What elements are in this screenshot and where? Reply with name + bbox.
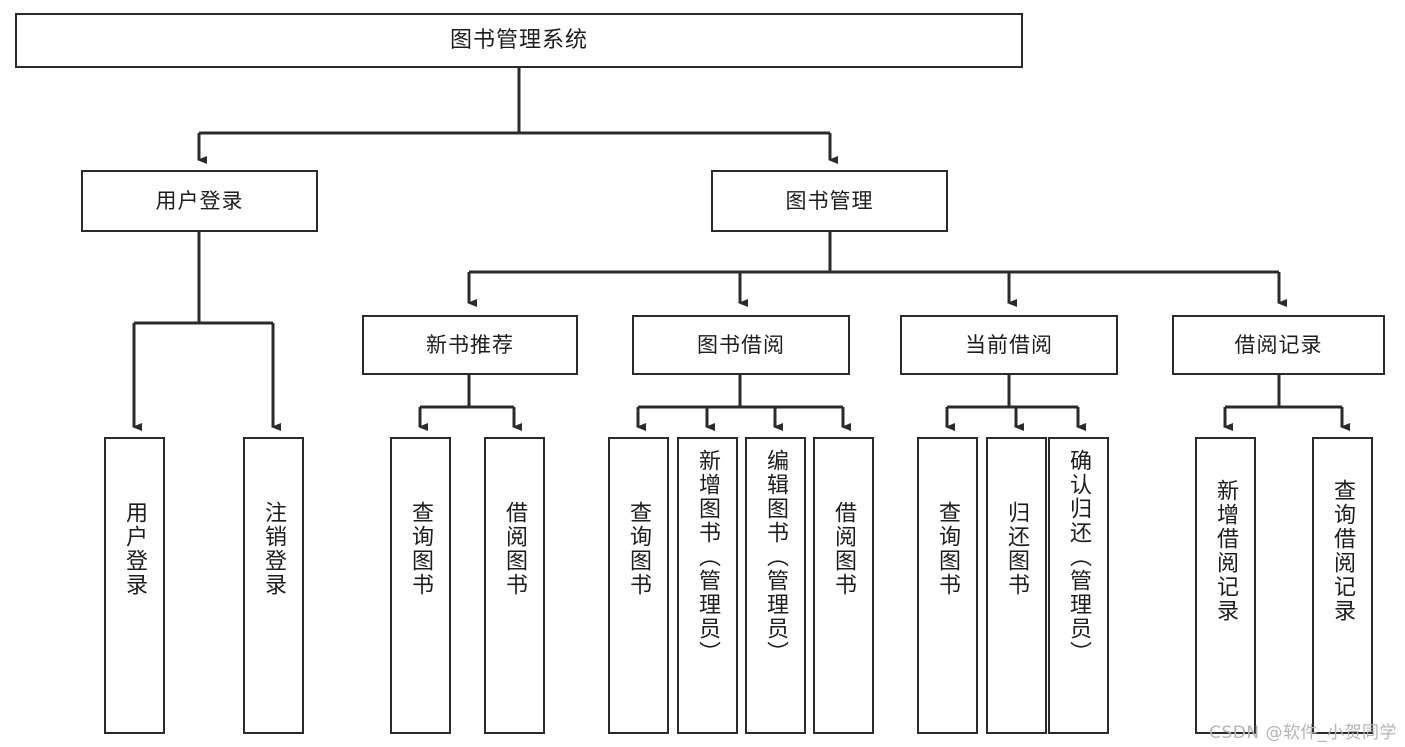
leaf-return-book[interactable]: 归还图书 — [986, 437, 1047, 734]
node-label: 图书借阅 — [697, 332, 785, 357]
node-book-management[interactable]: 图书管理 — [711, 170, 948, 232]
leaf-label: 注销登录 — [261, 501, 287, 597]
leaf-label: 借阅图书 — [831, 501, 857, 597]
leaf-confirm-return-admin[interactable]: 确认归还（管理员） — [1048, 437, 1109, 734]
leaf-user-logout[interactable]: 注销登录 — [243, 437, 304, 734]
leaf-label: 新增借阅记录 — [1213, 479, 1239, 623]
leaf-label: 查询借阅记录 — [1330, 479, 1356, 623]
node-borrow-record[interactable]: 借阅记录 — [1172, 315, 1385, 375]
leaf-label: 用户登录 — [122, 501, 148, 597]
leaf-label: 查询图书 — [626, 501, 652, 597]
node-label: 图书管理 — [785, 188, 874, 213]
leaf-user-login[interactable]: 用户登录 — [104, 437, 165, 734]
node-current-borrow[interactable]: 当前借阅 — [900, 315, 1118, 375]
leaf-label: 借阅图书 — [502, 501, 528, 597]
leaf-label: 查询图书 — [935, 501, 961, 597]
leaf-label: 编辑图书（管理员） — [763, 449, 789, 665]
leaf-query-borrow-record[interactable]: 查询借阅记录 — [1312, 437, 1373, 734]
node-book-borrow[interactable]: 图书借阅 — [632, 315, 850, 375]
node-user-login[interactable]: 用户登录 — [81, 170, 318, 232]
node-label: 借阅记录 — [1234, 332, 1323, 357]
leaf-label: 归还图书 — [1004, 501, 1030, 597]
leaf-edit-book-admin[interactable]: 编辑图书（管理员） — [745, 437, 806, 734]
leaf-borrow-book-recommend[interactable]: 借阅图书 — [484, 437, 545, 734]
leaf-label: 新增图书（管理员） — [695, 449, 721, 665]
leaf-label: 查询图书 — [408, 501, 434, 597]
leaf-query-book-current[interactable]: 查询图书 — [917, 437, 978, 734]
node-label: 新书推荐 — [426, 332, 514, 357]
node-new-book-recommend[interactable]: 新书推荐 — [362, 315, 578, 375]
leaf-add-borrow-record[interactable]: 新增借阅记录 — [1195, 437, 1256, 734]
node-label: 用户登录 — [155, 188, 244, 213]
leaf-borrow-book[interactable]: 借阅图书 — [813, 437, 874, 734]
leaf-query-book[interactable]: 查询图书 — [608, 437, 669, 734]
leaf-label: 确认归还（管理员） — [1066, 449, 1092, 665]
leaf-add-book-admin[interactable]: 新增图书（管理员） — [677, 437, 738, 734]
node-label: 图书管理系统 — [449, 27, 588, 53]
node-label: 当前借阅 — [965, 332, 1053, 357]
leaf-query-book-recommend[interactable]: 查询图书 — [390, 437, 451, 734]
node-root-system[interactable]: 图书管理系统 — [15, 13, 1023, 68]
